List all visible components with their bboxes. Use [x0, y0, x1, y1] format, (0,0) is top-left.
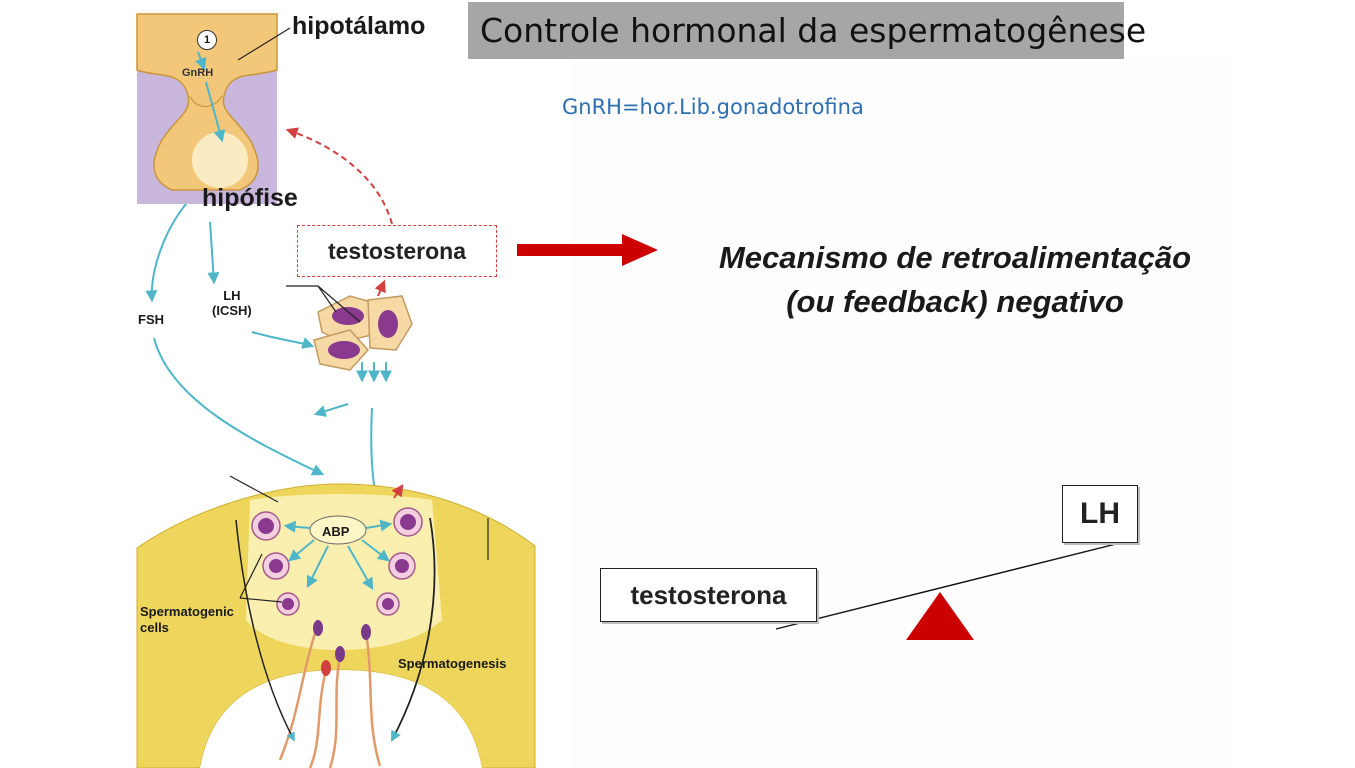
label-spermatogenic-line2: cells — [140, 620, 169, 635]
spermatogenic-cells — [251, 507, 423, 616]
fsh-arrow — [145, 203, 187, 303]
label-hipotalamo: hipotálamo — [292, 12, 426, 40]
fsh-to-tubule-arrow — [153, 337, 325, 476]
balance-label-lh: LH — [1062, 485, 1138, 543]
leydig-red-arrow — [374, 279, 386, 297]
label-lh-line2: (ICSH) — [212, 303, 252, 318]
label-spermatogenic-line1: Spermatogenic — [140, 604, 234, 619]
leydig-cells — [313, 295, 413, 371]
leydig-leader-3 — [317, 285, 361, 323]
balance-label-testosterona: testosterona — [600, 568, 817, 622]
posterior-pituitary — [192, 132, 248, 188]
label-lh-line1: LH — [223, 288, 241, 303]
hipotalamo-leader-line — [237, 27, 291, 61]
sperm-cells — [278, 629, 382, 768]
step-number-badge: 1 — [197, 30, 217, 50]
red-right-arrow-icon — [517, 234, 658, 266]
gnrh-arrow — [205, 81, 226, 143]
lh-arrow — [207, 221, 220, 285]
abp-oval — [309, 515, 367, 545]
mechanism-line1: Mecanismo de retroalimentação — [718, 240, 1192, 275]
mechanism-line2: (ou feedback) negativo — [786, 284, 1124, 319]
mechanism-heading: Mecanismo de retroalimentação (ou feedba… — [640, 236, 1270, 324]
spermatogenic-leader-2 — [239, 553, 263, 599]
balance-beam — [775, 540, 1129, 630]
feedback-dashed-arrow — [285, 127, 393, 225]
abp-arrows — [283, 519, 393, 591]
right-pane-background — [572, 60, 1230, 768]
label-hipofise: hipófise — [202, 184, 298, 212]
spermatogenic-leader-1 — [235, 519, 295, 742]
label-spermatogenesis: Spermatogenesis — [398, 656, 507, 671]
label-gnrh: GnRH — [182, 67, 214, 79]
spermatogenesis-arrow — [390, 517, 436, 742]
label-lh: LH (ICSH) — [212, 288, 252, 318]
spermatogenic-leader-3 — [239, 597, 283, 603]
slide-title: Controle hormonal da espermatogênese — [468, 2, 1146, 59]
leydig-leader-2 — [317, 285, 337, 313]
label-fsh: FSH — [138, 312, 164, 327]
back-arrow — [313, 403, 349, 417]
tubule-leader-top — [229, 475, 279, 503]
gnrh-definition: GnRH=hor.Lib.gonadotrofina — [562, 95, 864, 119]
gnrh-arrow-2 — [195, 51, 207, 71]
label-abp: ABP — [322, 524, 350, 539]
sperm-heads — [313, 620, 371, 676]
pituitary-stalk — [189, 95, 223, 108]
red-triangle-fulcrum-icon — [906, 592, 974, 640]
label-testosterona-diagram: testosterona — [297, 225, 497, 277]
label-spermatogenic-cells: Spermatogenic cells — [140, 604, 234, 636]
lh-to-leydig-arrow — [251, 331, 315, 349]
tubule-red-arrow — [391, 484, 404, 499]
